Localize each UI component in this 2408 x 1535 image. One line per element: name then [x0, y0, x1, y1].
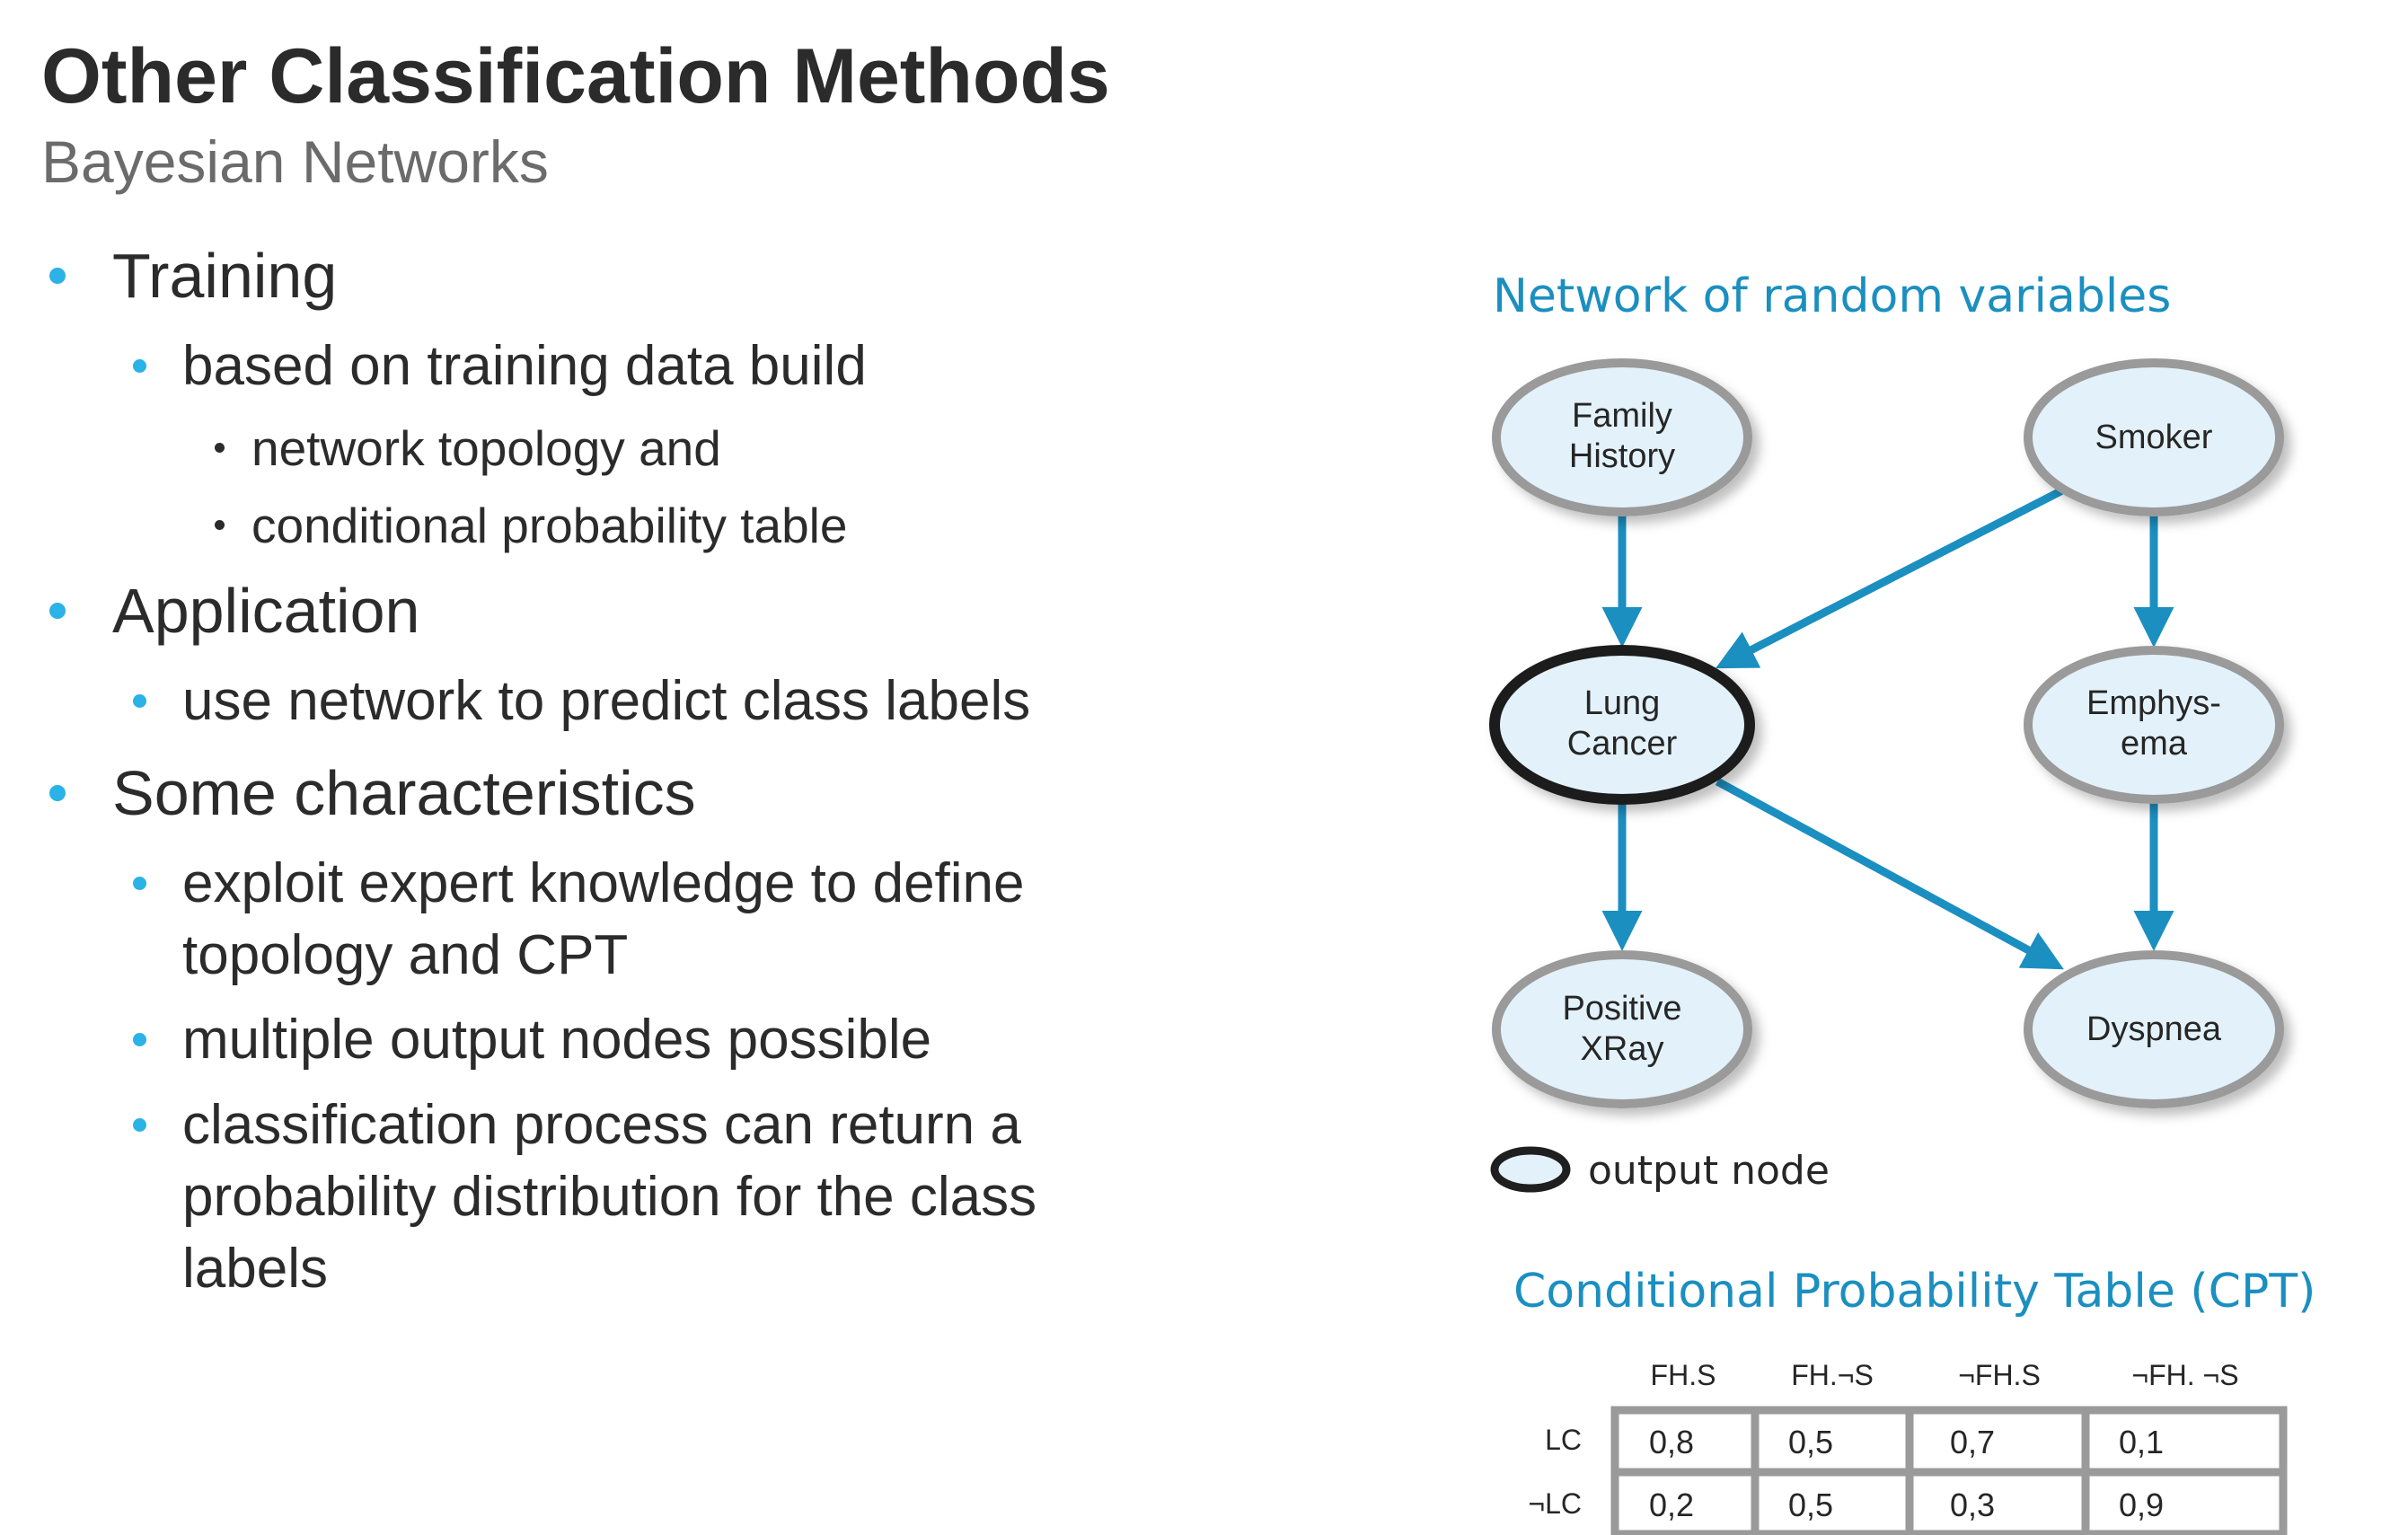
bullet-training-build: based on training data build	[182, 335, 867, 397]
bullet-distribution-line1: classification process can return a	[182, 1094, 1021, 1156]
cpt-title: Conditional Probability Table (CPT)	[1513, 1265, 2316, 1319]
cpt-cell: 0,9	[2119, 1486, 2164, 1523]
bullet-marker	[133, 359, 146, 373]
cpt-column-header: FH.¬S	[1791, 1359, 1874, 1391]
bullet-marker	[49, 785, 66, 801]
cpt-row-header: ¬LC	[1528, 1487, 1582, 1520]
node-smoker: Smoker	[2024, 358, 2284, 516]
node-label: Lung	[1584, 684, 1661, 722]
node-family-history: Family History	[1492, 358, 1752, 516]
bullet-cpt: conditional probability table	[251, 498, 848, 553]
bullet-marker	[49, 268, 66, 284]
bullet-characteristics: Some characteristics	[112, 758, 696, 828]
bullet-marker	[215, 520, 225, 530]
cpt-cell: 0,2	[1649, 1486, 1694, 1523]
node-label: Family	[1572, 397, 1672, 435]
node-positive-xray: Positive XRay	[1492, 950, 1752, 1108]
cpt-column-header: FH.S	[1651, 1359, 1716, 1391]
node-dyspnea: Dyspnea	[2024, 950, 2284, 1108]
node-emphysema: Emphys- ema	[2024, 646, 2284, 804]
bullet-multiple-outputs: multiple output nodes possible	[182, 1009, 932, 1071]
bullet-distribution-line2: probability distribution for the class	[182, 1166, 1037, 1228]
bullet-expert-knowledge-line1: exploit expert knowledge to define	[182, 852, 1025, 914]
node-lung-cancer: Lung Cancer	[1489, 645, 1755, 805]
slide-subtitle: Bayesian Networks	[41, 128, 549, 195]
slide-title: Other Classification Methods	[41, 33, 1110, 119]
node-label: Cancer	[1567, 725, 1678, 763]
node-label: Positive	[1562, 990, 1681, 1028]
node-label: Emphys-	[2086, 684, 2221, 722]
bullet-marker	[133, 877, 146, 890]
node-label: Smoker	[2095, 419, 2213, 456]
cpt-cell: 0,5	[1788, 1424, 1833, 1460]
node-label: XRay	[1581, 1030, 1664, 1068]
cpt-row-header: LC	[1545, 1424, 1582, 1456]
bullet-list: Training based on training data build ne…	[49, 241, 1037, 1300]
diagram-title: Network of random variables	[1493, 269, 2172, 323]
cpt-cell: 0,5	[1788, 1486, 1833, 1523]
edge-lung-cancer-to-dyspnea	[1715, 778, 2064, 970]
bullet-network-topology: network topology and	[251, 420, 721, 476]
bullet-distribution-line3: labels	[182, 1238, 328, 1300]
bullet-application: Application	[112, 576, 420, 646]
bullet-expert-knowledge-line2: topology and CPT	[182, 924, 629, 986]
cpt-cell: 0,1	[2119, 1424, 2164, 1460]
bullet-marker	[133, 1118, 146, 1132]
node-label: Dyspnea	[2086, 1010, 2222, 1048]
cpt-column-header: ¬FH.S	[1958, 1359, 2041, 1391]
cpt-column-header: ¬FH. ¬S	[2131, 1359, 2238, 1391]
legend-output-node-swatch	[1490, 1146, 1571, 1193]
legend-label: output node	[1588, 1148, 1830, 1194]
node-label: History	[1569, 437, 1675, 475]
cpt-grid	[1610, 1406, 2288, 1535]
cpt-cell: 0,3	[1950, 1486, 1995, 1523]
bullet-marker	[49, 603, 66, 619]
legend: output node	[1490, 1146, 1830, 1194]
edge-smoker-to-lung-cancer	[1715, 485, 2067, 669]
bullet-predict-labels: use network to predict class labels	[182, 670, 1031, 732]
bullet-training: Training	[112, 241, 338, 311]
cpt-cell: 0,7	[1950, 1424, 1995, 1460]
bullet-marker	[133, 1033, 146, 1046]
bullet-marker	[215, 443, 225, 453]
cpt-cell: 0,8	[1649, 1424, 1694, 1460]
edges	[1601, 485, 2174, 970]
node-label: ema	[2121, 725, 2188, 763]
bullet-marker	[133, 694, 146, 708]
